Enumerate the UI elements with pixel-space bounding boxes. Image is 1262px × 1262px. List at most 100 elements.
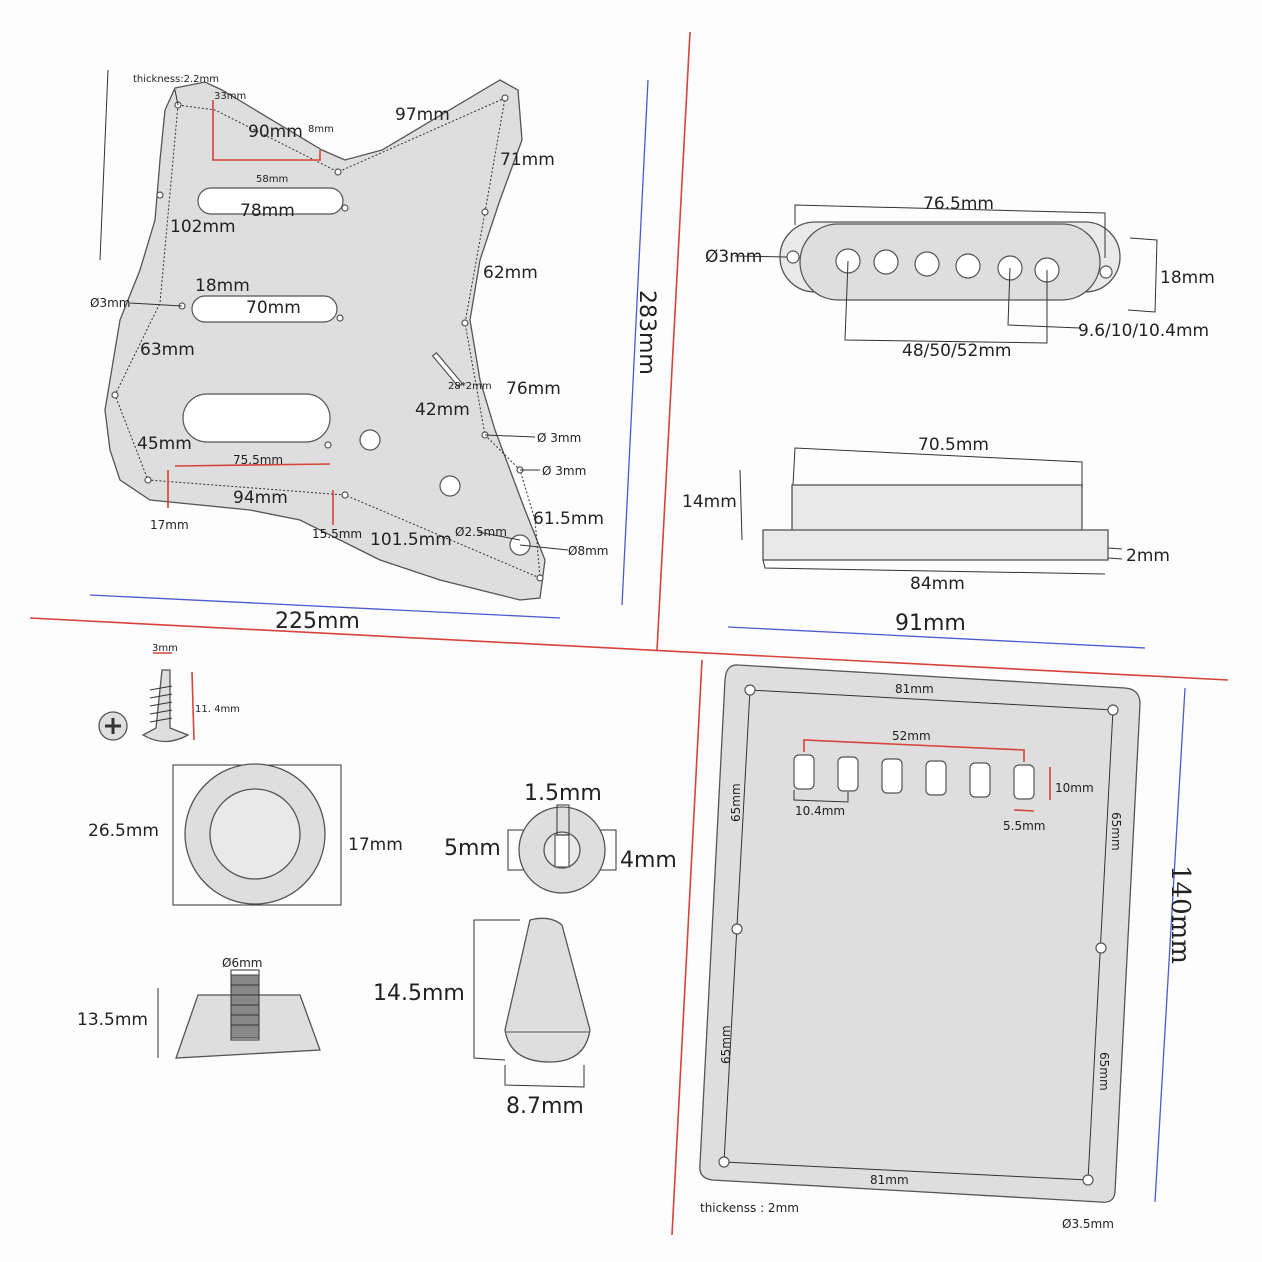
pickguard-drawing: thickness:2.2mm 33mm 90mm 8mm 97mm 58mm … xyxy=(89,69,659,634)
dim-label: Ø3mm xyxy=(90,296,130,310)
dim-label: 14.5mm xyxy=(373,981,465,1006)
pickup-mount-hole xyxy=(1099,265,1113,279)
dim-label: Ø 3mm xyxy=(537,431,581,445)
dim-label: 65mm xyxy=(1109,812,1123,851)
dim-label: 97mm xyxy=(395,105,450,125)
dim-label: 17mm xyxy=(348,835,403,855)
dim-label: 65mm xyxy=(1097,1052,1111,1091)
dim-label: 3mm xyxy=(152,643,178,654)
screw-body xyxy=(141,669,190,743)
dim-label: 71mm xyxy=(500,150,555,170)
dim-label: 18mm xyxy=(195,276,250,296)
dim-label: 81mm xyxy=(895,682,934,696)
dim-91mm xyxy=(727,626,1146,649)
dim-label: 2mm xyxy=(1126,546,1170,566)
back-plate-height-label: 140mm xyxy=(1165,865,1195,964)
dim-label: 1.5mm xyxy=(524,781,602,806)
divider-vertical-top xyxy=(656,31,691,651)
dim-label: 33mm xyxy=(214,91,246,102)
pickguard-height-label: 283mm xyxy=(634,290,659,375)
dim-225mm xyxy=(89,594,561,619)
dim-label: 58mm xyxy=(256,174,288,185)
pickup-cover-body xyxy=(799,223,1101,301)
switch-tip-side-drawing: 14.5mm 8.7mm xyxy=(373,917,591,1119)
pickup-side-base xyxy=(762,529,1109,561)
pickup-overall-label: 91mm xyxy=(895,611,966,636)
pickguard-slot-neck xyxy=(197,187,344,215)
dim-label: Ø2.5mm xyxy=(455,525,507,539)
dim-label: 70.5mm xyxy=(918,435,989,455)
back-plate-thickness-label: thickenss : 2mm xyxy=(700,1201,799,1215)
dim-label: 8.7mm xyxy=(506,1094,584,1119)
dim-label: 5mm xyxy=(444,836,501,861)
back-plate-string-slots xyxy=(793,754,1035,800)
dim-label: 62mm xyxy=(483,263,538,283)
pickup-side-drawing: 70.5mm 14mm 2mm 84mm 91mm xyxy=(682,435,1170,649)
dim-label: Ø3mm xyxy=(705,247,762,267)
dim-label: 75.5mm xyxy=(233,453,283,467)
dim-label: Ø6mm xyxy=(222,956,262,970)
dim-label: 14mm xyxy=(682,492,737,512)
dim-label: 45mm xyxy=(137,434,192,454)
dim-283mm xyxy=(621,79,649,606)
dim-label: 65mm xyxy=(729,783,743,822)
pickguard-pot-hole xyxy=(359,429,381,451)
switch-tip-body xyxy=(504,917,591,1063)
dim-label: 90mm xyxy=(248,122,303,142)
dim-label: 76.5mm xyxy=(923,194,994,214)
dim-label: 61.5mm xyxy=(533,509,604,529)
dim-label: 101.5mm xyxy=(370,530,452,550)
dim-label: 9.6/10/10.4mm xyxy=(1078,321,1209,341)
dim-label: 76mm xyxy=(506,379,561,399)
dim-label: 17mm xyxy=(150,518,189,532)
dim-label: 26.5mm xyxy=(88,821,159,841)
dim-label: 11. 4mm xyxy=(195,704,240,715)
jack-nut-drawing: Ø6mm 13.5mm xyxy=(77,956,321,1059)
pickguard-width-label: 225mm xyxy=(275,609,360,634)
pickguard-pot-hole xyxy=(439,475,461,497)
pickup-mount-hole xyxy=(786,250,800,264)
back-plate-drawing: 81mm 52mm 10mm 10.4mm 5.5mm 65mm 65mm 65… xyxy=(699,664,1195,1231)
pickguard-screw-holes xyxy=(111,94,544,582)
pickguard-thickness-label: thickness:2.2mm xyxy=(133,74,219,85)
pickguard-slot-middle xyxy=(191,295,338,323)
dim-label: Ø8mm xyxy=(568,544,608,558)
switch-tip-slot xyxy=(554,834,570,868)
dim-label: 81mm xyxy=(870,1173,909,1187)
dim-label: 102mm xyxy=(170,217,236,237)
dim-label: 15.5mm xyxy=(312,527,362,541)
dim-label: 78mm xyxy=(240,201,295,221)
dim-label: 84mm xyxy=(910,574,965,594)
dim-label: 10.4mm xyxy=(795,804,845,818)
dim-58mm xyxy=(212,100,321,161)
dim-label: 10mm xyxy=(1055,781,1094,795)
knob-top xyxy=(209,788,301,880)
dim-140mm xyxy=(1154,687,1186,1203)
divider-horizontal xyxy=(29,617,1229,681)
dim-label: 94mm xyxy=(233,488,288,508)
dim-label: Ø 3mm xyxy=(542,464,586,478)
dim-label: 13.5mm xyxy=(77,1010,148,1030)
switch-tip-top-drawing: 1.5mm 5mm 4mm xyxy=(444,781,677,894)
dim-label: 18mm xyxy=(1160,268,1215,288)
dim-label: 52mm xyxy=(892,729,931,743)
dim-label: 63mm xyxy=(140,340,195,360)
dim-label: 5.5mm xyxy=(1003,819,1045,833)
dim-label: Ø3.5mm xyxy=(1062,1217,1114,1231)
back-plate-screw-holes xyxy=(718,684,1119,1186)
dim-label: 65mm xyxy=(719,1025,733,1064)
volume-knob-drawing: 26.5mm 17mm xyxy=(88,763,403,906)
dim-label: 4mm xyxy=(620,848,677,873)
dim-label: 8mm xyxy=(308,124,334,135)
dim-label: 70mm xyxy=(246,298,301,318)
pickguard-switch-slot xyxy=(431,351,463,388)
dim-75-5mm xyxy=(174,463,331,467)
pickup-cover-drawing: Ø3mm 76.5mm 18mm 48/50/52mm 9.6/10/10.4m… xyxy=(705,194,1215,361)
divider-vertical-bottom xyxy=(671,659,703,1236)
dim-label: 42mm xyxy=(415,400,470,420)
screw-drawing: 3mm 11. 4mm xyxy=(98,643,240,743)
pickguard-slot-bridge xyxy=(182,393,331,443)
dim-label: 48/50/52mm xyxy=(902,341,1011,361)
